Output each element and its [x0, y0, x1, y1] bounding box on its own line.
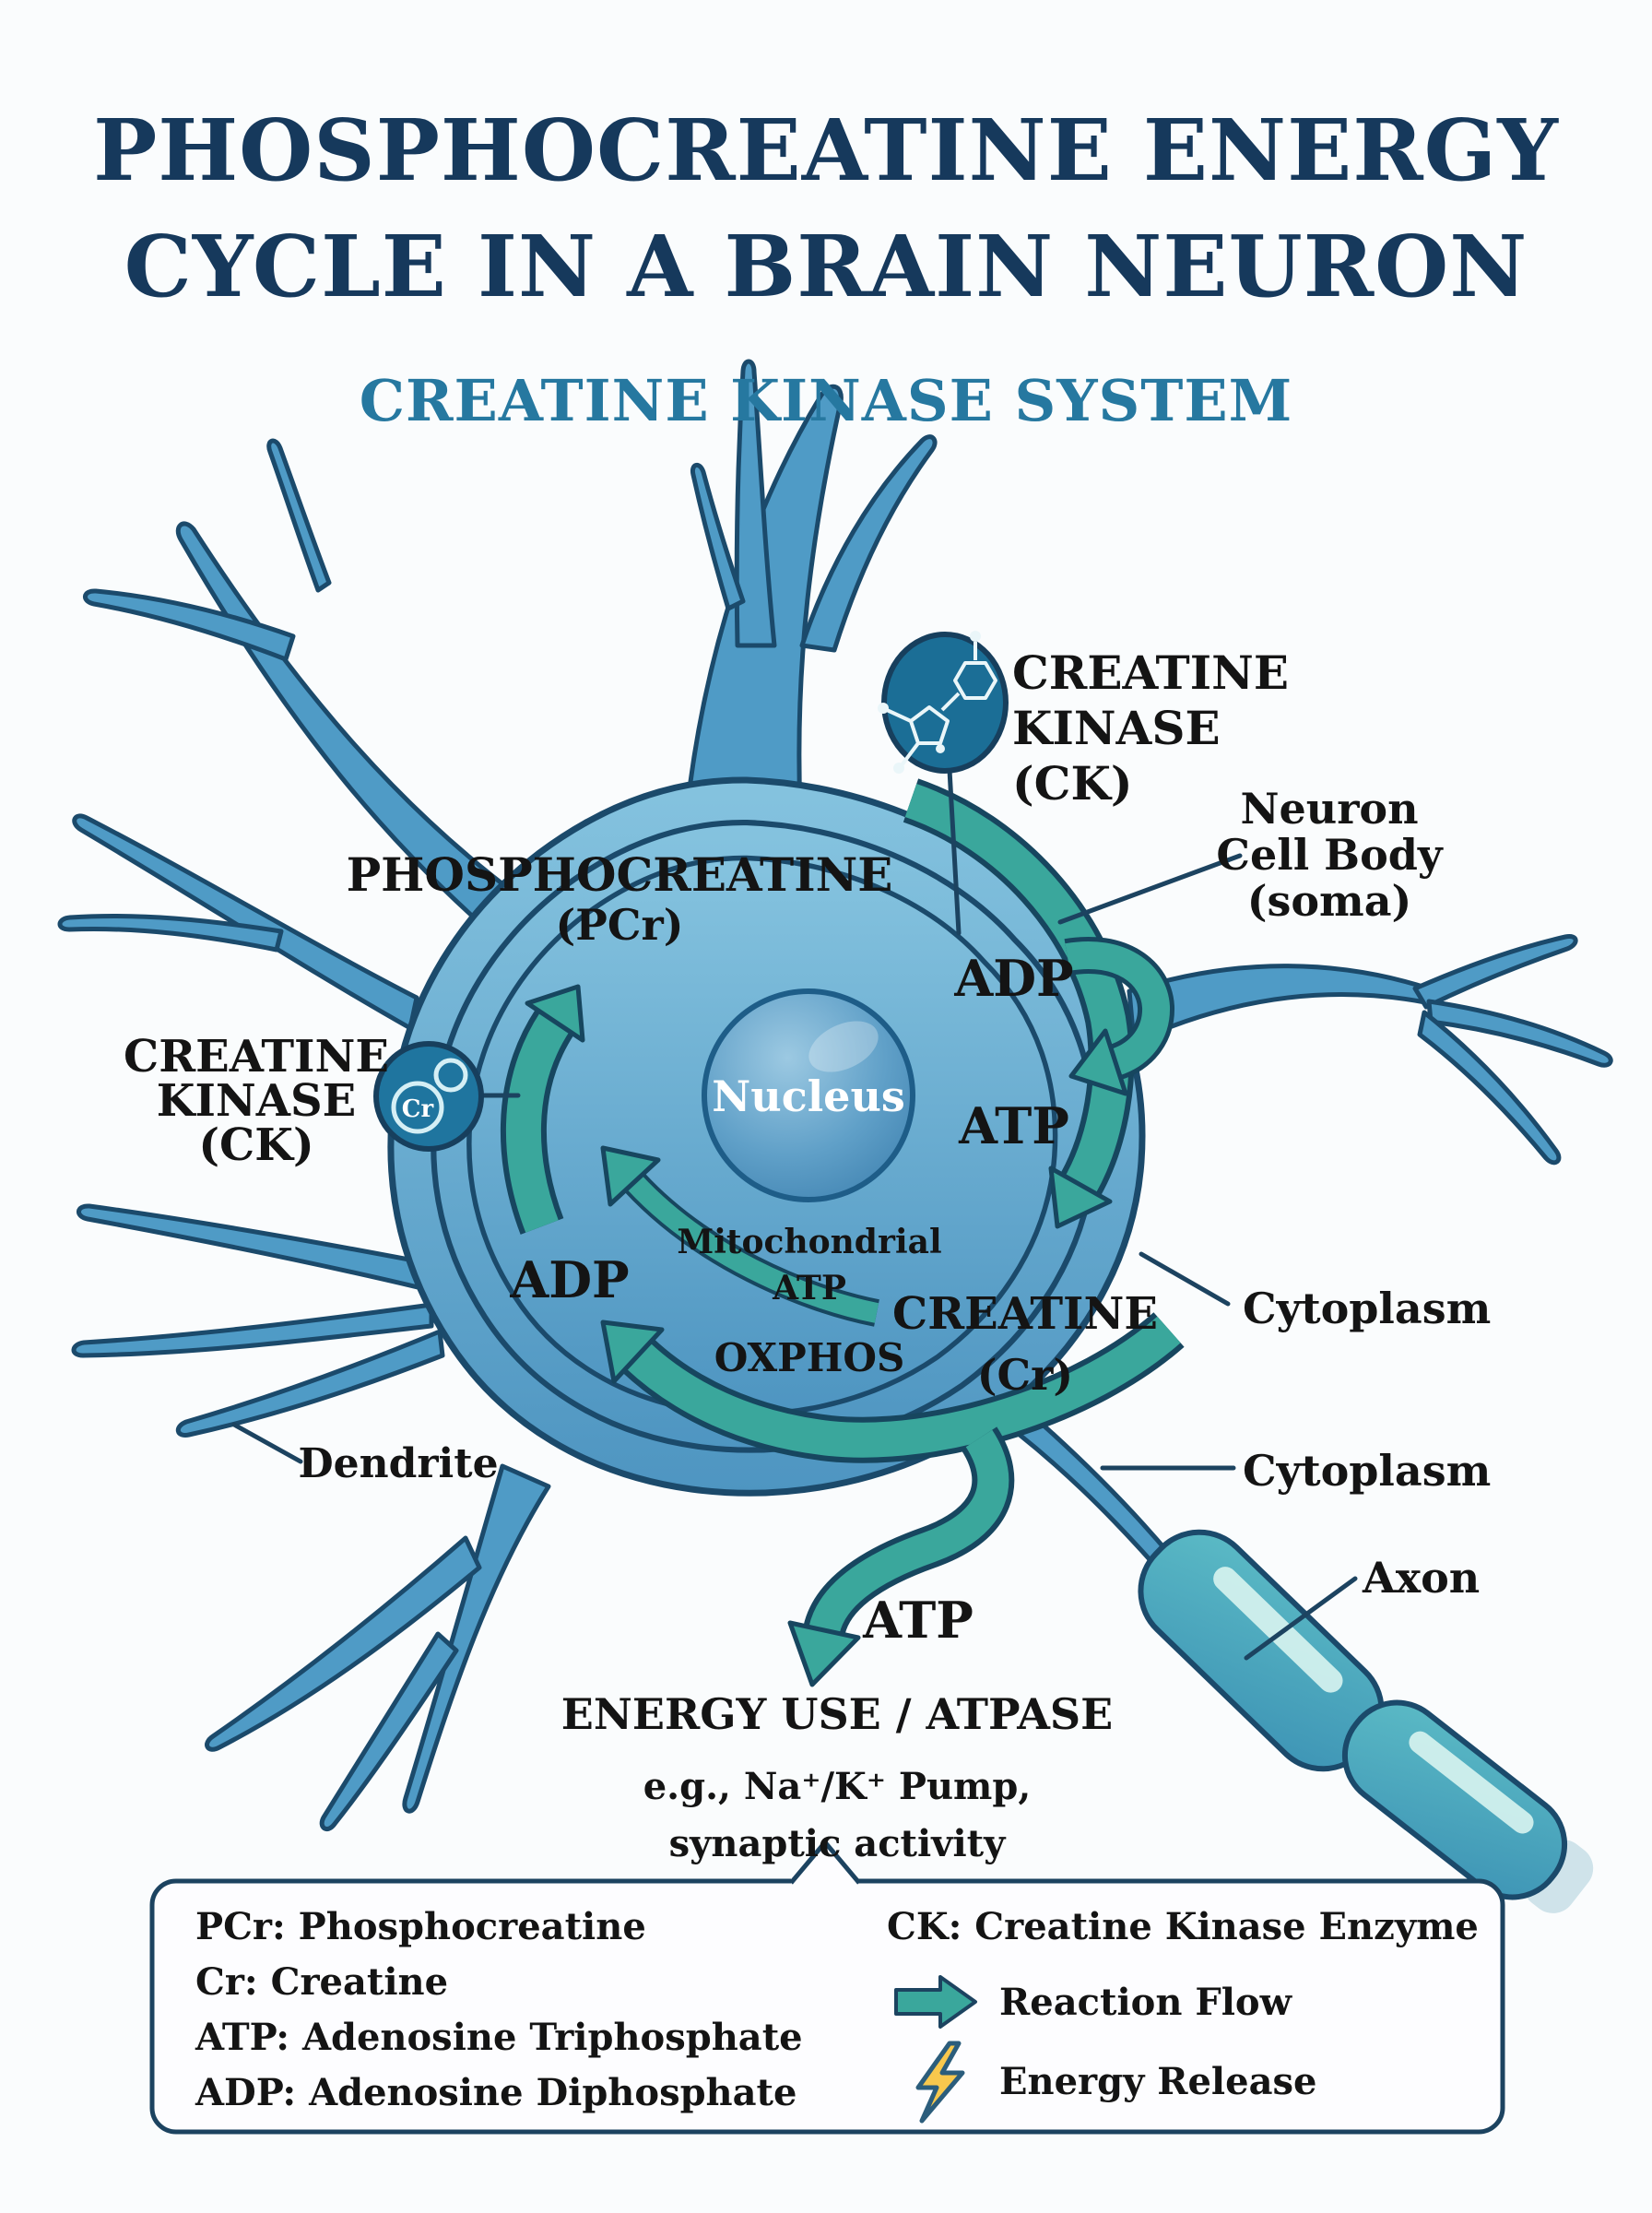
axon-segment-2 — [1341, 1699, 1568, 1900]
creatine-line2: (Cr) — [976, 1350, 1074, 1400]
legend-abbrev-pcr: PCr: Phosphocreatine — [195, 1905, 646, 1948]
legend-abbrev-cr: Cr: Creatine — [195, 1960, 449, 2004]
label-atp-bottom: ATP — [863, 1591, 974, 1650]
connector-ck-top — [947, 767, 962, 936]
reaction-arrow-ck-to-creatine — [903, 778, 1135, 1229]
legend-ck-definition: CK: Creatine Kinase Enzyme — [887, 1905, 1479, 1948]
label-phosphocreatine: PHOSPHOCREATINE (PCr) — [343, 847, 896, 951]
label-cytoplasm-upper: Cytoplasm — [1243, 1284, 1492, 1333]
label-mitochondrial-atp: Mitochondrial ATP — [643, 1219, 975, 1311]
mito-line1: Mitochondrial — [677, 1223, 942, 1261]
dendrite-branches-left — [57, 813, 419, 1031]
pcr-line2: (PCr) — [555, 900, 684, 950]
reaction-flow-arrow-icon — [894, 1975, 977, 2029]
nucleus — [702, 988, 915, 1202]
reaction-arrow-adp-to-atp — [1064, 937, 1174, 1096]
label-atp-right: ATP — [959, 1096, 1069, 1155]
reaction-arrow-mitochondrial-atp — [600, 1145, 879, 1327]
legend-reaction-flow: Reaction Flow — [999, 1981, 1292, 2024]
cr-big-ring-icon — [391, 1081, 444, 1134]
dendrite-branches-right — [1127, 934, 1613, 1166]
ck-left-line2: KINASE — [156, 1075, 357, 1127]
label-adp-top: ADP — [954, 949, 1074, 1008]
page-title: PHOSPHOCREATINE ENERGY CYCLE IN A BRAIN … — [0, 92, 1652, 325]
creatine-line1: CREATINE — [892, 1288, 1158, 1340]
pointer-line-dendrite — [231, 1422, 303, 1464]
label-nucleus: Nucleus — [712, 1071, 905, 1121]
page-subtitle: CREATINE KINASE SYSTEM — [359, 367, 1293, 434]
label-energy-use: ENERGY USE / ATPASE — [560, 1689, 1114, 1739]
label-axon: Axon — [1363, 1553, 1481, 1603]
legend-abbrev-adp: ADP: Adenosine Diphosphate — [195, 2071, 797, 2114]
legend-notch — [789, 1840, 861, 1885]
title-line-2: CYCLE IN A BRAIN NEURON — [124, 217, 1528, 316]
energy-release-bolt-icon — [915, 2041, 965, 2124]
pcr-line1: PHOSPHOCREATINE — [346, 847, 893, 902]
pointer-line-axon — [1244, 1576, 1358, 1661]
reaction-arrow-creatine-to-adp — [600, 1312, 1185, 1463]
legend-abbrev-atp: ATP: Adenosine Triphosphate — [195, 2016, 803, 2059]
soma-line3: (soma) — [1246, 876, 1412, 926]
pointer-line-soma — [1057, 853, 1243, 925]
axon — [976, 1385, 1594, 1913]
molecule-icon — [878, 631, 997, 774]
label-creatine-kinase-left: CREATINE KINASE (CK) — [109, 1035, 404, 1167]
label-adp-left: ADP — [510, 1250, 630, 1309]
dendrite-branches-lower-left — [71, 1203, 445, 1438]
label-energy-example: e.g., Na⁺/K⁺ Pump, — [643, 1765, 1032, 1808]
reaction-arrow-atp-energy-use — [787, 1426, 1015, 1687]
cr-small-ring-icon — [433, 1058, 468, 1093]
ck-left-line3: (CK) — [198, 1119, 314, 1171]
ck-top-line1: CREATINE — [1012, 645, 1289, 700]
soma-line2: Cell Body — [1216, 830, 1443, 880]
reaction-arrow-pcr-up — [501, 984, 585, 1235]
ck-enzyme-circle-top — [878, 631, 1009, 774]
dendrite-branches-upper-left — [83, 438, 519, 929]
label-energy-example2: synaptic activity — [668, 1822, 1006, 1865]
dendrite-branches-top — [684, 359, 938, 814]
soma-line1: Neuron — [1240, 784, 1419, 834]
cr-badge-label: Cr — [402, 1095, 434, 1123]
legend-energy-release: Energy Release — [999, 2060, 1317, 2103]
label-creatine: CREATINE (Cr) — [859, 1284, 1191, 1405]
dendrite-branches-bottom — [205, 1463, 551, 1831]
ck-left-line1: CREATINE — [124, 1031, 389, 1083]
legend-notch-mask — [791, 1843, 857, 1887]
label-neuron-cell-body: Neuron Cell Body (soma) — [1191, 786, 1468, 924]
label-creatine-kinase-top: CREATINE KINASE (CK) — [1012, 645, 1289, 811]
pointer-line-cytoplasm-upper — [1139, 1251, 1231, 1307]
nucleus-highlight — [808, 1021, 879, 1072]
title-line-1: PHOSPHOCREATINE ENERGY — [93, 101, 1559, 200]
ck-enzyme-circle-left — [373, 1041, 484, 1152]
ck-top-line3: (CK) — [1012, 756, 1133, 811]
label-cytoplasm-lower: Cytoplasm — [1243, 1446, 1492, 1496]
mito-line2: ATP — [773, 1269, 846, 1308]
label-dendrite: Dendrite — [298, 1440, 499, 1487]
ck-top-line2: KINASE — [1012, 701, 1221, 755]
label-oxphos: OXPHOS — [714, 1335, 905, 1380]
